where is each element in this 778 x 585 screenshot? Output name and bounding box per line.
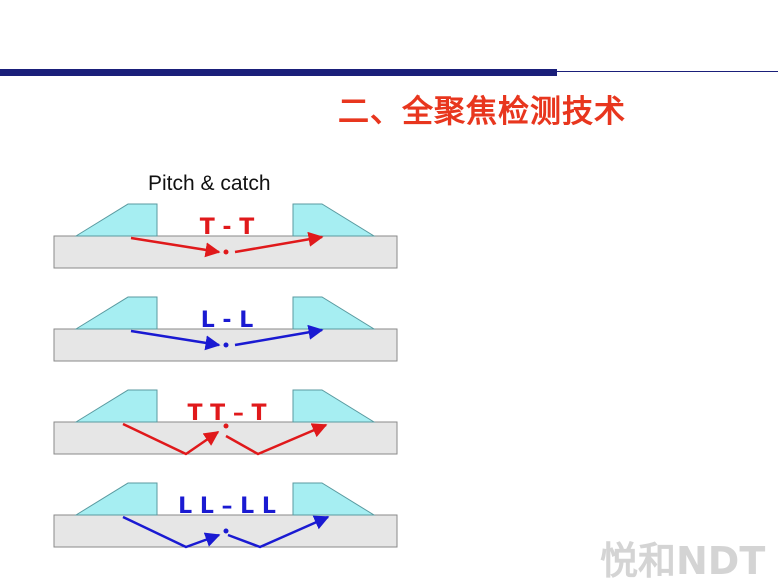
panel-3: T T – T [53,389,398,456]
panel-4: L L – L L [53,482,398,549]
panel-2: L - L [53,296,398,362]
transmitter-wedge [74,389,158,423]
header-rule-thick [0,69,557,76]
wave-mode-label: L - L [201,308,254,333]
panels-layer: T - T L - L T T – T L L – L L [53,203,398,549]
focal-point [223,342,229,348]
focal-point [223,423,229,429]
receiver-wedge [292,389,376,423]
ray-reflected [234,231,324,254]
focal-point [223,528,229,534]
watermark-logo: 悦和NDT [600,539,766,583]
wave-mode-label: L L – L L [178,494,276,519]
header-rule-thin [557,71,778,72]
slide-title: 二、全聚焦检测技术 [338,94,626,130]
transmitter-wedge [74,296,158,330]
wave-mode-label: T T – T [188,401,267,426]
ray-incident [130,236,221,258]
ray-incident [122,422,220,456]
transmitter-wedge [74,482,158,516]
focal-point [223,249,229,255]
test-block [53,421,398,455]
receiver-wedge [292,482,376,516]
ray-reflected [225,423,328,456]
wave-mode-label: T - T [200,215,254,240]
diagram-caption: Pitch & catch [148,172,271,195]
ray-reflected [227,515,330,549]
ray-incident [122,515,221,549]
ray-incident [130,329,221,351]
transmitter-wedge [74,203,158,237]
panel-1: T - T [53,203,398,269]
receiver-wedge [292,296,376,330]
receiver-wedge [292,203,376,237]
ray-reflected [234,324,324,347]
